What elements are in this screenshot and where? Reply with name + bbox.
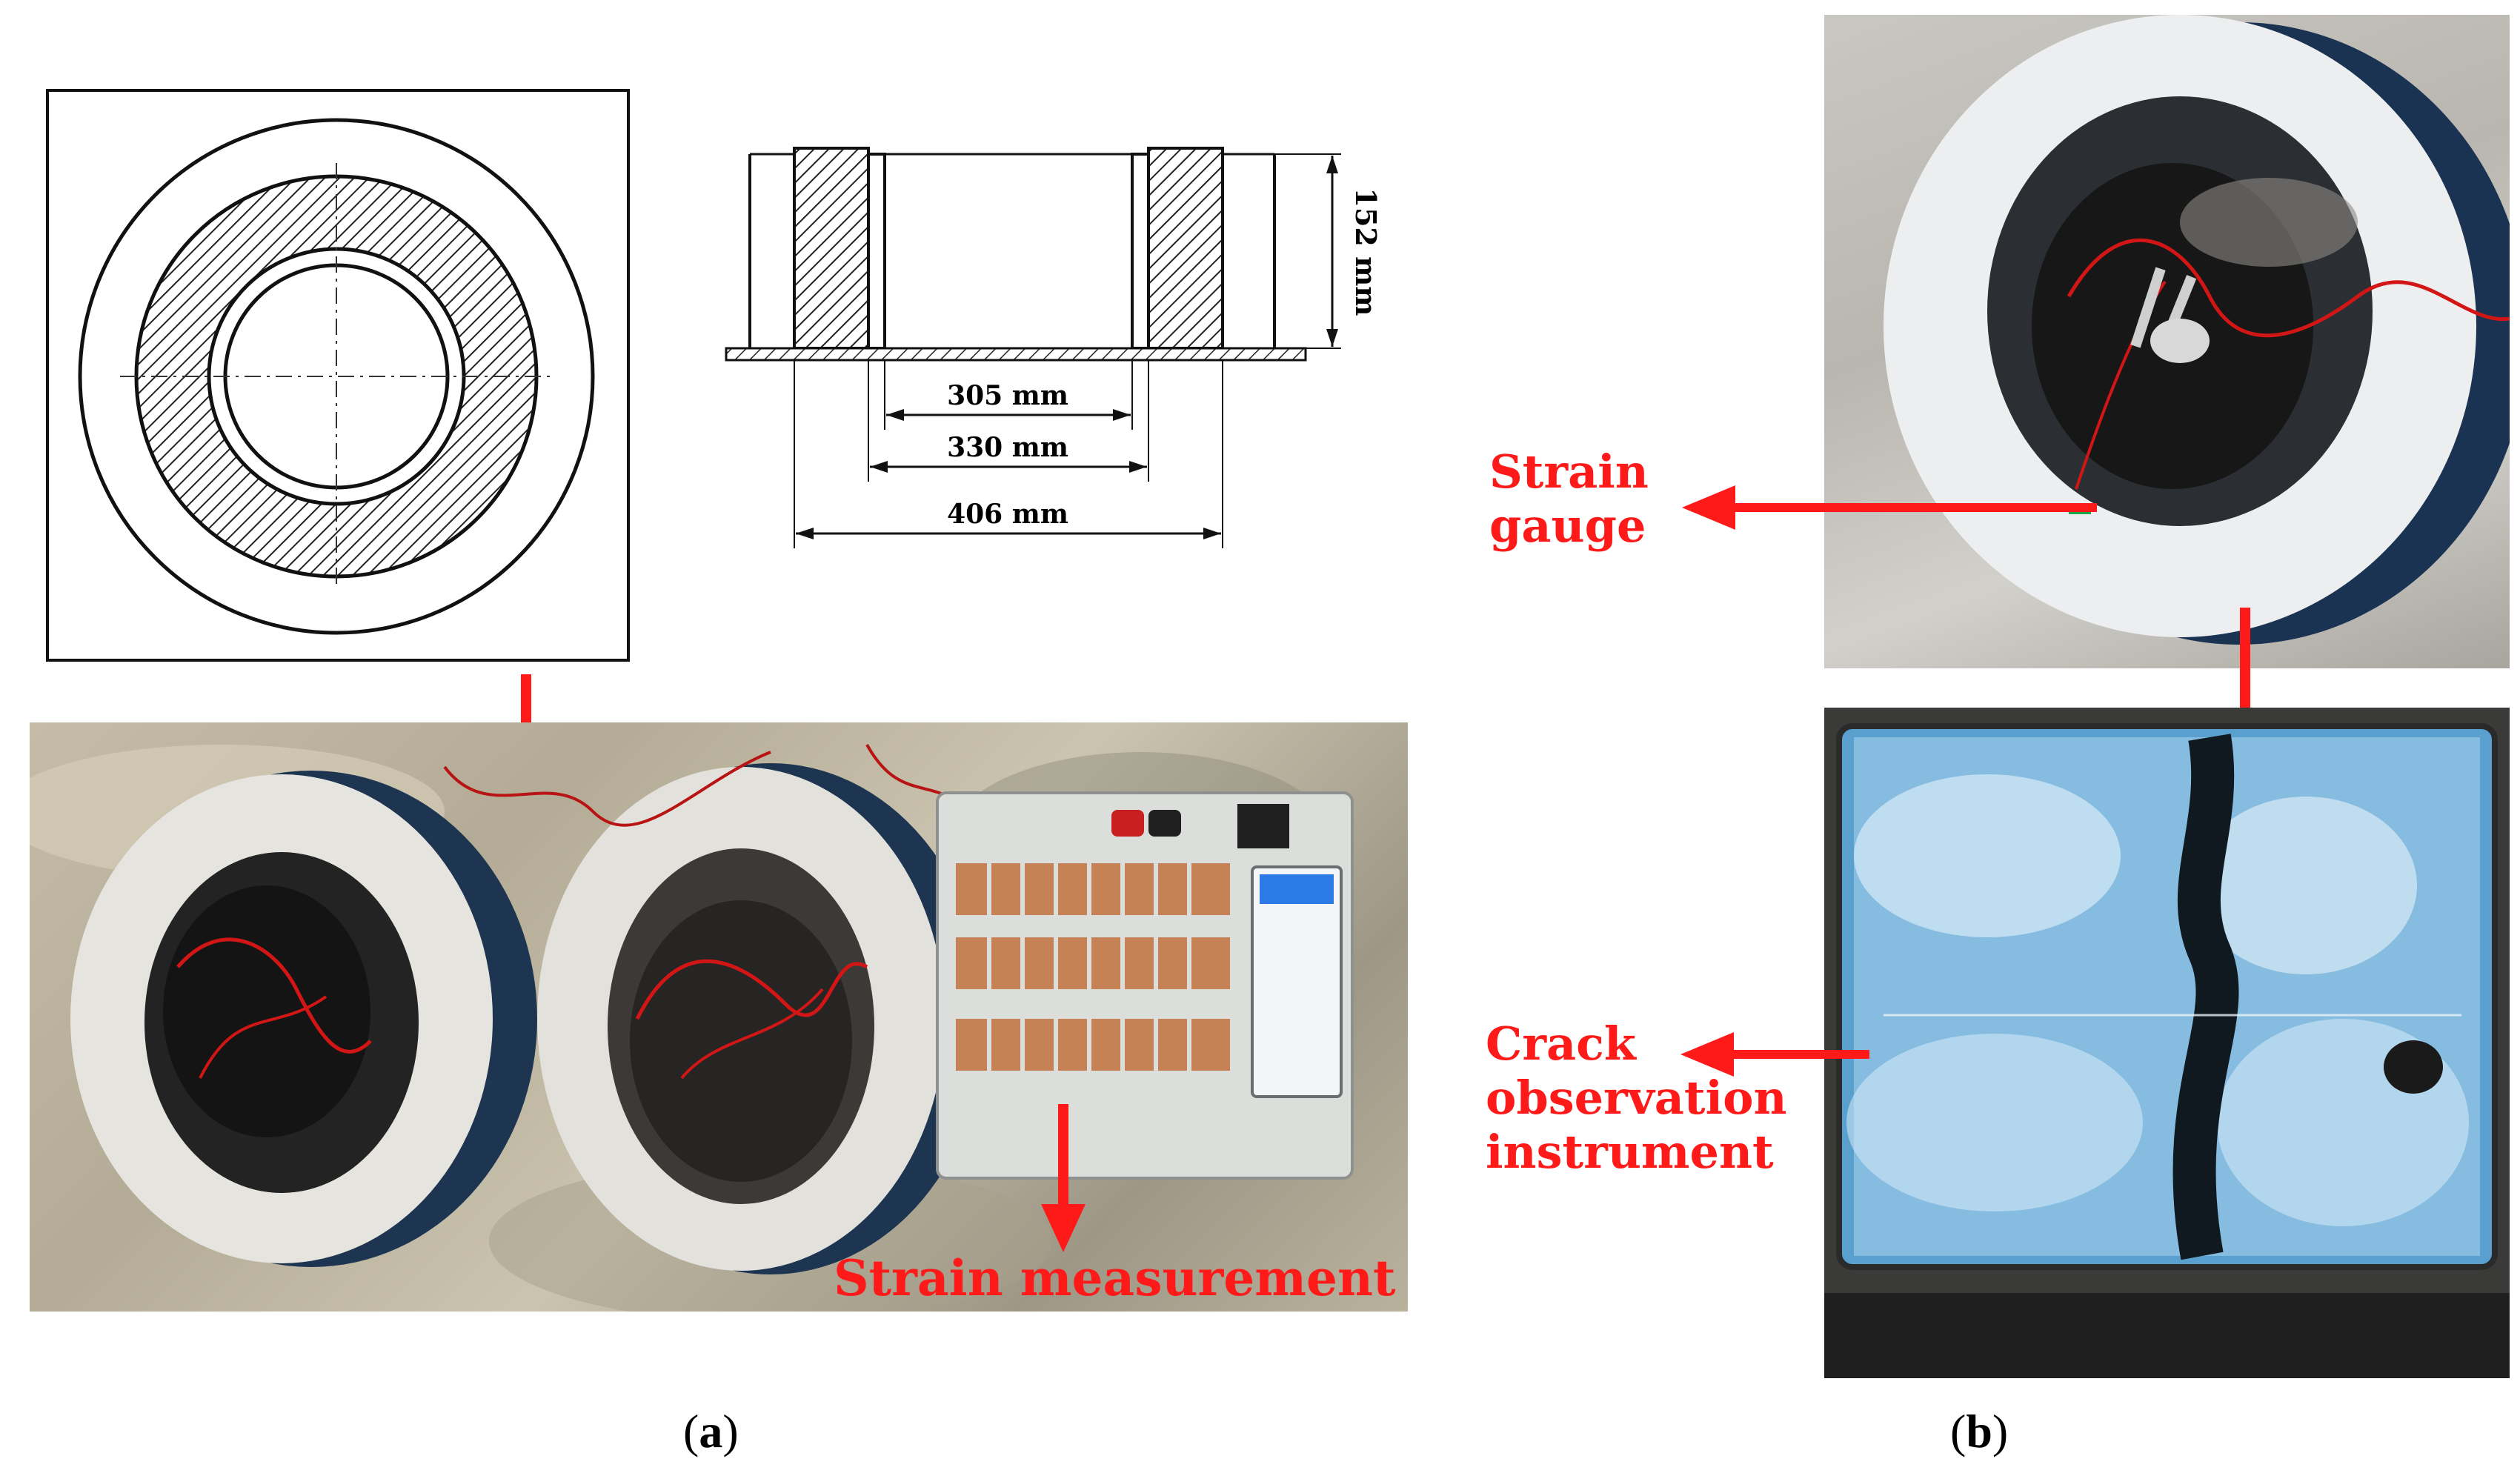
caption-a: (a) <box>683 1405 739 1457</box>
ring-top-view-drawing <box>46 89 630 662</box>
base-plate <box>725 347 1307 362</box>
strain-gauge-label-line2: gauge <box>1489 499 1646 554</box>
strain-device-screen <box>1251 865 1343 1098</box>
ring-cross-section-drawing: 152 mm 305 mm 330 mm 406 mm <box>725 147 1378 548</box>
strain-gauge-label: Strain gauge <box>1489 445 1649 553</box>
crack-observation-label-line1: Crack <box>1486 1017 1636 1071</box>
crack-line <box>2172 734 2239 1260</box>
concrete-section-left <box>793 147 870 350</box>
strain-gauge-arrow <box>1682 485 2097 530</box>
crack-observation-photo <box>1824 708 2510 1378</box>
crack-observation-label-line3: instrument <box>1486 1125 1774 1180</box>
concrete-section-right <box>1147 147 1224 350</box>
height-dimension-label: 152 mm <box>1349 188 1378 316</box>
steel-outer-diameter-label: 330 mm <box>947 432 1068 463</box>
strain-gauge-photo <box>1824 15 2510 668</box>
inner-diameter-label: 305 mm <box>947 380 1068 411</box>
strain-measurement-label: Strain measurement <box>834 1249 1396 1307</box>
crack-observation-label: Crack observation instrument <box>1486 1017 1787 1179</box>
crack-observation-label-line2: observation <box>1486 1071 1787 1126</box>
crack-observation-arrow <box>1680 1032 1869 1077</box>
steel-ring-left <box>867 153 886 350</box>
outer-diameter-label: 406 mm <box>947 499 1068 530</box>
caption-b: (b) <box>1950 1405 2009 1457</box>
strain-gauge-label-line1: Strain <box>1489 445 1649 499</box>
ring-test-photo: Strain measurement <box>30 722 1408 1312</box>
steel-ring-right <box>1131 153 1150 350</box>
